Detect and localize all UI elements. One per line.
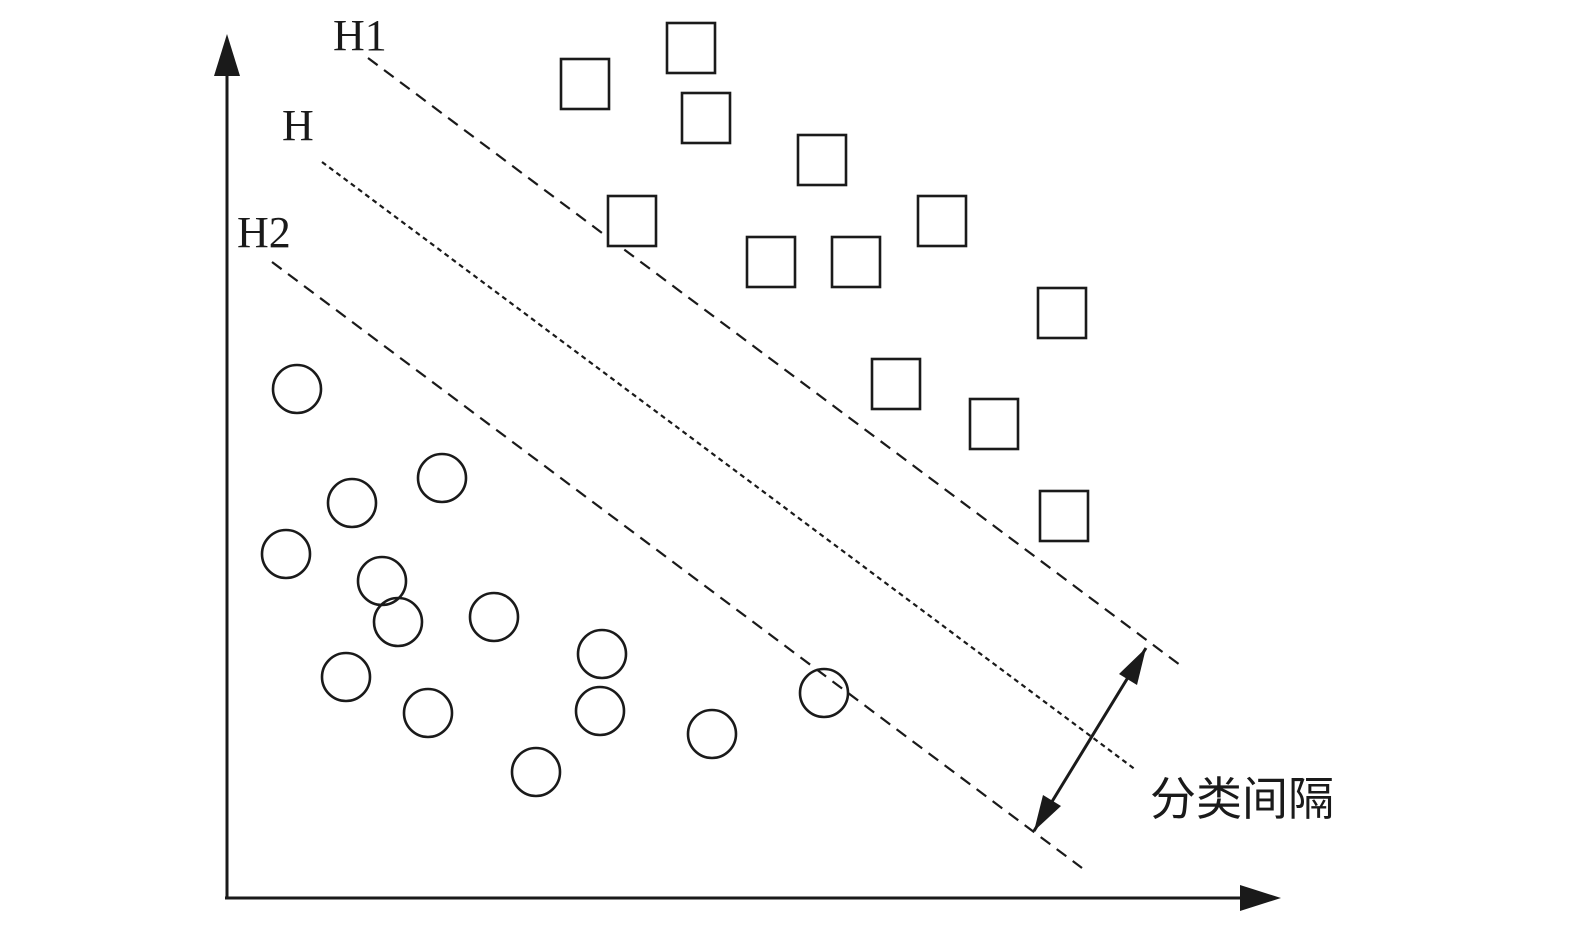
margin-arrowhead-bottom [1034, 795, 1061, 831]
label-h1: H1 [333, 11, 387, 60]
circle-point [271, 363, 323, 415]
axes [214, 34, 1281, 911]
square-point [1038, 489, 1090, 543]
circle-point [326, 477, 378, 529]
margin-indicator [1032, 647, 1148, 832]
circle-point [510, 746, 562, 798]
hyperplane-h1 [367, 57, 1181, 666]
class-squares [559, 21, 1090, 543]
label-h: H [282, 101, 314, 150]
hyperplane-h [321, 161, 1137, 771]
square-point [830, 235, 882, 289]
circle-point [798, 667, 850, 719]
circle-point [372, 596, 424, 648]
circle-point [576, 628, 628, 680]
square-point [680, 91, 732, 145]
square-point [870, 357, 922, 411]
hyperplanes [271, 57, 1181, 869]
square-point [796, 133, 848, 187]
circle-point [320, 651, 372, 703]
label-h2: H2 [237, 208, 291, 257]
circle-point [402, 687, 454, 739]
circle-point [260, 528, 312, 580]
circle-point [468, 591, 520, 643]
square-point [745, 235, 797, 289]
square-point [1036, 286, 1088, 340]
y-axis-arrowhead [214, 34, 240, 76]
margin-label: 分类间隔 [1150, 772, 1334, 826]
margin-arrowhead-top [1119, 648, 1146, 685]
circle-point [686, 708, 738, 760]
class-circles [260, 363, 850, 798]
square-point [559, 57, 611, 111]
circle-point [416, 452, 468, 504]
square-point [665, 21, 717, 75]
x-axis-arrowhead [1240, 885, 1281, 911]
hyperplane-h2 [271, 261, 1083, 869]
square-point [606, 194, 658, 248]
square-point [968, 397, 1020, 451]
square-point [916, 194, 968, 248]
circle-point [574, 685, 626, 737]
